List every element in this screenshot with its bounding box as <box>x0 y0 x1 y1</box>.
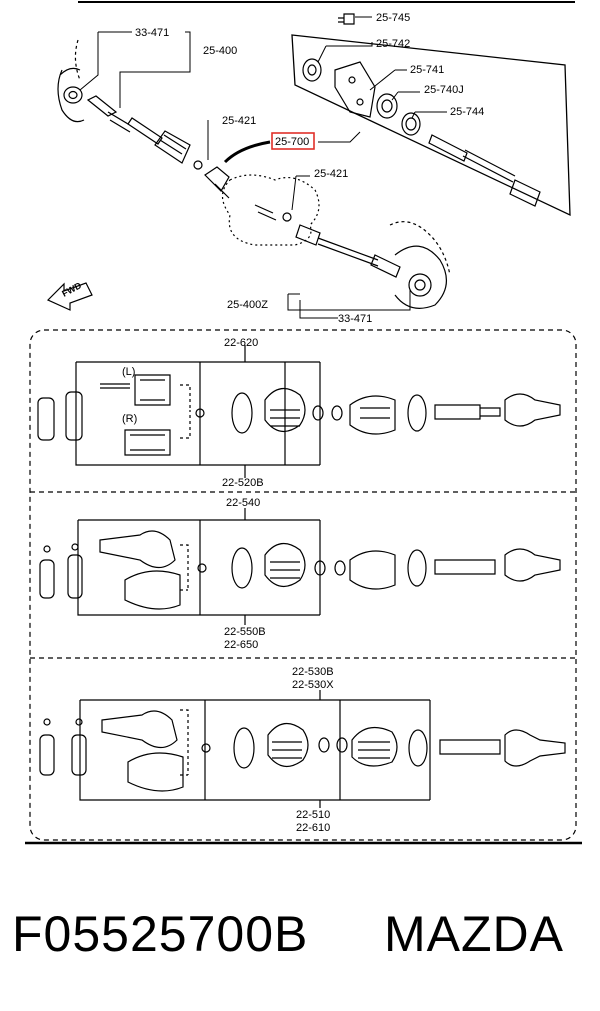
parts-diagram: 33-471 25-400 25-745 25-742 25-741 25-74… <box>25 1 582 845</box>
label-25-400: 25-400 <box>203 45 237 57</box>
panel-3-top-label-1: 22-530B <box>292 666 334 678</box>
panel-1-label-l: (L) <box>122 366 135 378</box>
engine-outline <box>221 174 320 246</box>
label-33-471-top: 33-471 <box>135 27 169 39</box>
snap-ring-upper <box>193 160 203 170</box>
bearing <box>376 93 398 119</box>
left-driveshaft <box>86 95 191 164</box>
panel-2-parts <box>39 508 561 625</box>
brand-name: MAZDA <box>384 906 564 962</box>
upper-assembly <box>46 13 571 319</box>
panel-1-parts <box>37 345 561 478</box>
panel-2-bottom-label-2: 22-650 <box>224 639 258 651</box>
inset-shaft <box>428 134 541 207</box>
panel-3-bottom-label-2: 22-610 <box>296 822 330 834</box>
panel-1-label-r: (R) <box>122 413 137 425</box>
highlight-box <box>271 132 315 150</box>
label-fwd: FWD <box>60 280 83 299</box>
panels-frame <box>29 329 577 841</box>
panel-2-top-label: 22-540 <box>226 497 260 509</box>
label-25-400z: 25-400Z <box>227 299 268 311</box>
label-25-742: 25-742 <box>376 38 410 50</box>
caption: F05525700B MAZDA <box>0 898 600 970</box>
label-33-471-bottom: 33-471 <box>338 313 372 325</box>
label-25-745: 25-745 <box>376 12 410 24</box>
label-25-700-highlighted: 25-700 <box>275 136 309 148</box>
intermediate-joint <box>204 166 230 199</box>
label-25-740j: 25-740J <box>424 84 464 96</box>
right-driveshaft <box>295 224 401 278</box>
clip <box>401 112 421 136</box>
highlight-arc <box>223 140 271 164</box>
left-hub <box>57 67 85 123</box>
cap <box>302 58 322 82</box>
label-25-421-upper: 25-421 <box>222 115 256 127</box>
bolt <box>338 13 355 25</box>
leader-lines <box>79 16 447 319</box>
panel-1-bottom-label: 22-520B <box>222 477 264 489</box>
part-number: F05525700B <box>12 906 309 962</box>
panel-3-parts <box>39 690 566 808</box>
right-hub <box>394 245 447 309</box>
inset-box <box>291 34 571 217</box>
panel-2-bottom-label-1: 22-550B <box>224 626 266 638</box>
panel-1-top-label: 22-620 <box>224 337 258 349</box>
panel-3-top-label-2: 22-530X <box>292 679 334 691</box>
bracket <box>334 61 376 118</box>
fwd-arrow <box>46 282 93 311</box>
label-25-741: 25-741 <box>410 64 444 76</box>
label-25-421-lower: 25-421 <box>314 168 348 180</box>
snap-ring-lower <box>282 212 292 222</box>
panel-3-bottom-label-1: 22-510 <box>296 809 330 821</box>
label-25-744: 25-744 <box>450 106 484 118</box>
